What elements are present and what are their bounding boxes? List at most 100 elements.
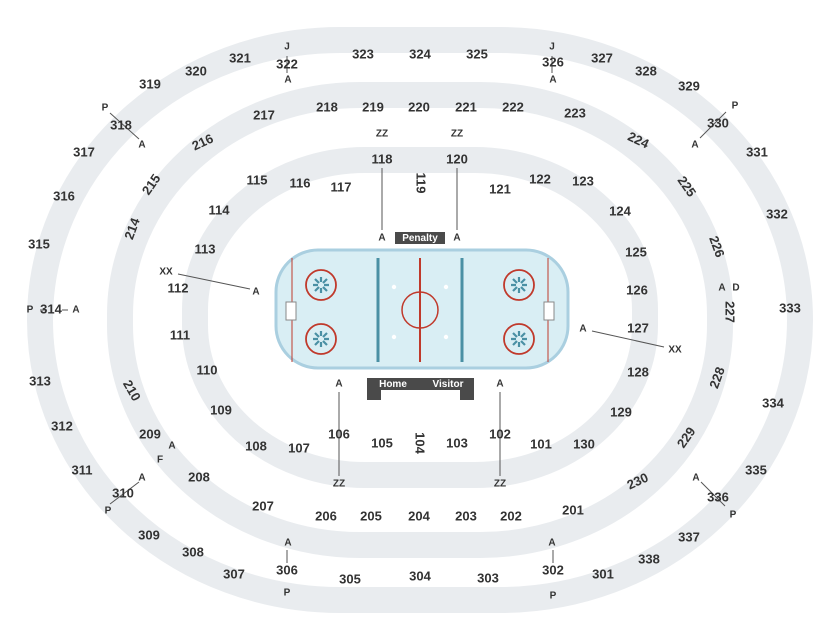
section-309[interactable]: 309 — [138, 527, 160, 542]
section-302[interactable]: 302 — [542, 562, 564, 577]
section-301[interactable]: 301 — [592, 566, 614, 581]
section-314[interactable]: 314 — [40, 301, 62, 316]
row-marker-d: D — [732, 283, 739, 294]
section-315[interactable]: 315 — [28, 236, 50, 251]
section-106[interactable]: 106 — [328, 426, 350, 441]
section-122[interactable]: 122 — [529, 171, 551, 186]
section-113[interactable]: 113 — [195, 241, 216, 256]
section-105[interactable]: 105 — [371, 435, 393, 450]
section-317[interactable]: 317 — [73, 144, 95, 159]
section-316[interactable]: 316 — [53, 188, 75, 203]
section-203[interactable]: 203 — [455, 508, 477, 523]
section-214[interactable]: 214 — [121, 215, 143, 241]
section-337[interactable]: 337 — [678, 529, 700, 544]
row-marker-zz: ZZ — [333, 479, 345, 490]
section-336[interactable]: 336 — [707, 489, 729, 504]
section-201[interactable]: 201 — [562, 502, 584, 517]
section-329[interactable]: 329 — [678, 78, 700, 93]
section-311[interactable]: 311 — [72, 462, 93, 477]
section-308[interactable]: 308 — [182, 544, 204, 559]
section-110[interactable]: 110 — [197, 362, 218, 377]
section-204[interactable]: 204 — [408, 508, 430, 523]
section-307[interactable]: 307 — [223, 566, 245, 581]
section-324[interactable]: 324 — [409, 46, 431, 61]
section-104[interactable]: 104 — [413, 432, 428, 454]
section-219[interactable]: 219 — [362, 99, 384, 114]
section-220[interactable]: 220 — [408, 99, 430, 114]
section-326[interactable]: 326 — [542, 54, 564, 69]
section-130[interactable]: 130 — [573, 436, 595, 451]
section-335[interactable]: 335 — [745, 462, 767, 477]
section-338[interactable]: 338 — [638, 551, 660, 566]
section-207[interactable]: 207 — [252, 498, 274, 513]
section-226[interactable]: 226 — [706, 234, 728, 260]
section-117[interactable]: 117 — [331, 179, 352, 194]
section-120[interactable]: 120 — [446, 151, 468, 166]
section-126[interactable]: 126 — [626, 282, 648, 297]
section-328[interactable]: 328 — [635, 63, 657, 78]
section-124[interactable]: 124 — [609, 203, 631, 218]
section-206[interactable]: 206 — [315, 508, 337, 523]
section-322[interactable]: 322 — [276, 56, 298, 71]
section-107[interactable]: 107 — [288, 440, 310, 455]
section-119[interactable]: 119 — [414, 173, 429, 194]
section-129[interactable]: 129 — [610, 404, 632, 419]
section-108[interactable]: 108 — [245, 438, 267, 453]
row-marker-a: A — [718, 283, 725, 294]
section-304[interactable]: 304 — [409, 568, 431, 583]
section-114[interactable]: 114 — [209, 202, 231, 217]
section-227[interactable]: 227 — [723, 301, 738, 323]
section-116[interactable]: 116 — [290, 175, 311, 190]
section-222[interactable]: 222 — [502, 99, 524, 114]
section-labels[interactable]: 101 102 103 104 105 106 107 108 109 110 111 112 113 1… — [28, 46, 801, 586]
section-205[interactable]: 205 — [360, 508, 382, 523]
section-306[interactable]: 306 — [276, 562, 298, 577]
section-310[interactable]: 310 — [112, 485, 134, 500]
section-109[interactable]: 109 — [210, 402, 232, 417]
section-123[interactable]: 123 — [572, 173, 594, 188]
section-330[interactable]: 330 — [707, 115, 729, 130]
section-318[interactable]: 318 — [110, 117, 132, 132]
section-102[interactable]: 102 — [489, 426, 511, 441]
section-125[interactable]: 125 — [625, 244, 647, 259]
section-327[interactable]: 327 — [591, 50, 613, 65]
section-303[interactable]: 303 — [477, 570, 499, 585]
section-323[interactable]: 323 — [352, 46, 374, 61]
section-313[interactable]: 313 — [29, 373, 51, 388]
section-228[interactable]: 228 — [706, 365, 728, 391]
section-121[interactable]: 121 — [489, 181, 511, 196]
concourse-rings — [27, 27, 813, 613]
section-223[interactable]: 223 — [564, 105, 586, 120]
section-128[interactable]: 128 — [627, 364, 649, 379]
lower-ring — [182, 147, 658, 488]
section-218[interactable]: 218 — [316, 99, 338, 114]
row-marker-zz: ZZ — [494, 479, 506, 490]
section-209[interactable]: 209 — [139, 426, 161, 441]
section-208[interactable]: 208 — [188, 469, 210, 484]
section-112[interactable]: 112 — [168, 280, 189, 295]
section-221[interactable]: 221 — [455, 99, 477, 114]
section-118[interactable]: 118 — [372, 151, 393, 166]
section-334[interactable]: 334 — [762, 395, 784, 410]
section-103[interactable]: 103 — [446, 435, 468, 450]
section-127[interactable]: 127 — [627, 320, 649, 335]
section-333[interactable]: 333 — [779, 300, 801, 315]
section-320[interactable]: 320 — [185, 63, 207, 78]
section-332[interactable]: 332 — [766, 206, 788, 221]
section-312[interactable]: 312 — [51, 418, 73, 433]
row-marker-p: P — [105, 506, 112, 517]
section-321[interactable]: 321 — [229, 50, 251, 65]
section-115[interactable]: 115 — [247, 172, 268, 187]
section-331[interactable]: 331 — [746, 144, 768, 159]
right-goal-crease — [543, 301, 555, 321]
section-111[interactable]: 111 — [170, 327, 190, 342]
section-101[interactable]: 101 — [530, 436, 552, 451]
section-217[interactable]: 217 — [253, 107, 275, 122]
section-202[interactable]: 202 — [500, 508, 522, 523]
row-marker-zz: ZZ — [451, 129, 463, 140]
section-319[interactable]: 319 — [139, 76, 161, 91]
section-305[interactable]: 305 — [339, 571, 361, 586]
section-325[interactable]: 325 — [466, 46, 488, 61]
